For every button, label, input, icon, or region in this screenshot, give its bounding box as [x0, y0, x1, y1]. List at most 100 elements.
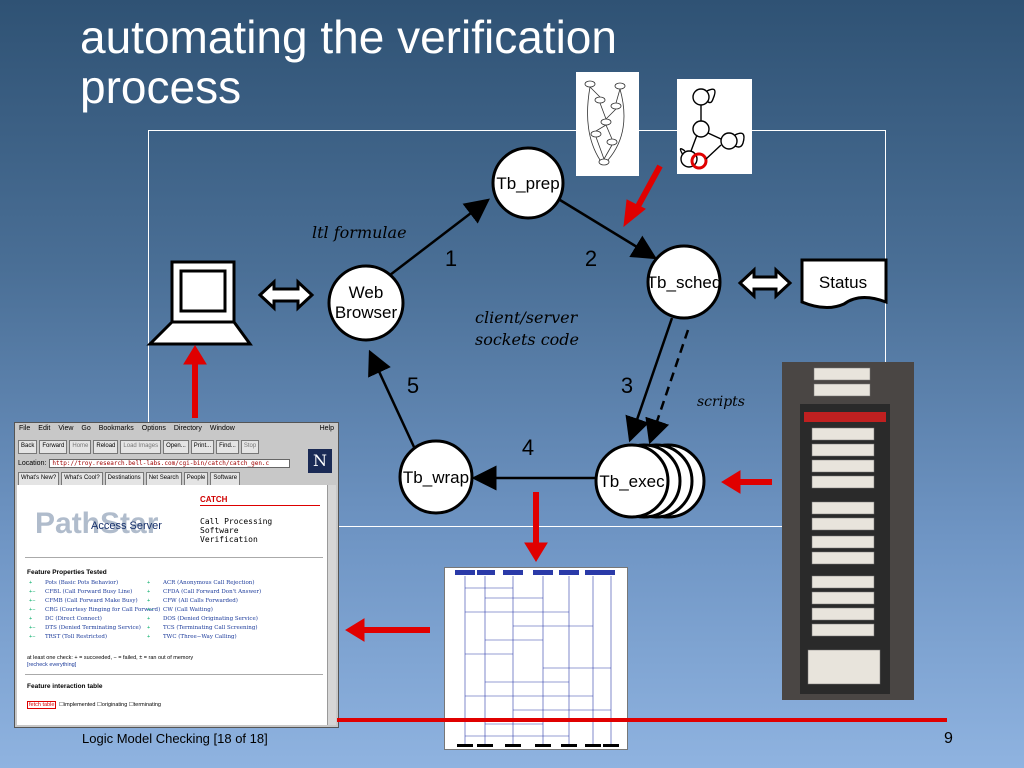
edge-label-1: 1: [445, 246, 457, 271]
feature-right-mark: +−: [147, 607, 154, 613]
checkbox-originating[interactable]: ☐originating: [96, 702, 128, 708]
forward-button[interactable]: Forward: [39, 440, 68, 454]
page-number: 9: [944, 730, 953, 747]
menu-go[interactable]: Go: [81, 425, 91, 432]
feature-right-item[interactable]: DOS (Denied Originating Service): [163, 616, 258, 622]
open-button[interactable]: Open...: [163, 440, 189, 454]
feature-properties-heading: Feature Properties Tested: [27, 569, 107, 576]
tb-exec-label: Tb_exec: [599, 472, 665, 491]
menu-options[interactable]: Options: [141, 425, 166, 432]
feature-left-item[interactable]: DC (Direct Connect): [45, 616, 102, 622]
net-search-button[interactable]: Net Search: [145, 472, 182, 486]
menu-directory[interactable]: Directory: [173, 425, 202, 432]
load-images-button[interactable]: Load Images: [120, 440, 162, 454]
whats-new-button[interactable]: What's New?: [18, 472, 60, 486]
web-browser-node: [327, 264, 405, 342]
tb-wrap-label: Tb_wrap: [403, 468, 469, 487]
checkbox-terminating[interactable]: ☐terminating: [128, 702, 161, 708]
fetch-table-button[interactable]: fetch table: [27, 701, 57, 709]
status-label: Status: [819, 273, 867, 292]
server-rack-photo: [782, 362, 914, 700]
find-button[interactable]: Find...: [216, 440, 239, 454]
people-button[interactable]: People: [183, 472, 209, 486]
client-server-label-1: client/server: [475, 308, 579, 327]
edge-label-2: 2: [585, 246, 597, 271]
back-button[interactable]: Back: [18, 440, 38, 454]
reload-button[interactable]: Reload: [93, 440, 119, 454]
menu-window[interactable]: Window: [209, 425, 235, 432]
web-browser-label-1: Web: [349, 283, 384, 302]
destinations-button[interactable]: Destinations: [104, 472, 144, 486]
feature-left-mark: +: [29, 616, 33, 622]
feature-left-mark: +−: [29, 625, 36, 631]
menu-help[interactable]: Help: [319, 425, 334, 432]
netscape-logo-icon: N: [308, 449, 332, 473]
feature-right-mark: +: [147, 616, 151, 622]
feature-right-item[interactable]: CW (Call Waiting): [163, 607, 213, 613]
cps-title: Call Processing Software Verification: [200, 517, 300, 544]
feature-left-item[interactable]: DTS (Denied Terminating Service): [45, 625, 141, 631]
feature-right-mark: +: [147, 589, 151, 595]
feature-left-mark: +−: [29, 607, 36, 613]
software-button[interactable]: Software: [210, 472, 241, 486]
feature-left-item[interactable]: Pots (Basic Pots Behavior): [45, 580, 119, 586]
message-sequence-chart-image: [444, 567, 628, 750]
browser-scrollbar[interactable]: [327, 485, 336, 725]
checkbox-implemented[interactable]: ☐implemented: [59, 702, 96, 708]
feature-right-item[interactable]: TCS (Terminating Call Screening): [163, 625, 258, 631]
tb-sched-node: [646, 244, 722, 320]
feature-left-item[interactable]: TRST (Toll Restricted): [45, 634, 107, 640]
browser-toolbar: Back Forward Home Reload Load Images Ope…: [15, 439, 338, 455]
browser-menubar: File Edit View Go Bookmarks Options Dire…: [15, 423, 338, 439]
ltl-formulae-label: ltl formulae: [312, 223, 407, 242]
feature-left-mark: +−: [29, 589, 36, 595]
feature-interaction-heading: Feature interaction table: [27, 683, 103, 690]
feature-right-mark: +: [147, 634, 151, 640]
divider: [25, 557, 323, 558]
feature-left-item[interactable]: CFMB (Call Forward Make Busy): [45, 598, 138, 604]
tb-prep-node: [491, 146, 565, 220]
option-terminating-label: terminating: [133, 702, 161, 708]
home-button[interactable]: Home: [69, 440, 92, 454]
feature-left-mark: +−: [29, 634, 36, 640]
edge-label-5: 5: [407, 373, 419, 398]
menu-view[interactable]: View: [58, 425, 74, 432]
feature-left-item[interactable]: CFBL (Call Forward Busy Line): [45, 589, 133, 595]
menu-edit[interactable]: Edit: [38, 425, 51, 432]
feature-right-item[interactable]: ACR (Anonymous Call Rejection): [163, 580, 255, 586]
menu-bookmarks[interactable]: Bookmarks: [98, 425, 134, 432]
menu-file[interactable]: File: [19, 425, 31, 432]
feature-left-item[interactable]: CRG (Courtesy Ringing for Call Forward): [45, 607, 161, 613]
print-button[interactable]: Print...: [190, 440, 215, 454]
automaton-graph-image-2: [677, 79, 752, 174]
status-document-icon: [800, 258, 888, 309]
feature-right-item[interactable]: CFDA (Call Forward Don't Answer): [163, 589, 262, 595]
web-browser-label-2: Browser: [335, 303, 398, 322]
double-arrow-icon: [737, 266, 793, 300]
location-field[interactable]: http://troy.research.bell-labs.com/cgi-b…: [49, 458, 291, 468]
whats-cool-button[interactable]: What's Cool?: [61, 472, 103, 486]
diagram-frame: [148, 130, 886, 527]
tb-prep-label: Tb_prep: [496, 174, 559, 193]
catch-heading: CATCH: [200, 495, 228, 504]
option-implemented-label: implemented: [63, 702, 96, 708]
footer-text: Logic Model Checking [18 of 18]: [82, 731, 268, 746]
browser-content: PathStar Access Server CATCH Call Proces…: [17, 485, 329, 725]
legend-note: at least one check: + = succeeded, − = f…: [27, 655, 194, 661]
pathstar-logo: PathStar: [35, 507, 159, 540]
title-line-1: automating the verification: [80, 11, 617, 63]
scripts-label: scripts: [697, 394, 745, 410]
recheck-link[interactable]: [recheck everything]: [27, 662, 77, 668]
location-label: Location:: [18, 459, 47, 467]
feature-left-mark: +: [29, 580, 33, 586]
automaton-graph-image-1: [576, 72, 639, 176]
feature-right-item[interactable]: TWC (Three−Way Calling): [163, 634, 237, 640]
red-arrow-icon: [183, 345, 207, 418]
red-arrow-icon: [721, 470, 772, 494]
feature-right-item[interactable]: CFW (All Calls Forwarded): [163, 598, 238, 604]
footer-rule: [337, 718, 947, 722]
feature-right-mark: +: [147, 598, 151, 604]
stop-button[interactable]: Stop: [240, 440, 260, 454]
cps-line-2: Software: [200, 526, 239, 535]
feature-right-mark: +: [147, 625, 151, 631]
